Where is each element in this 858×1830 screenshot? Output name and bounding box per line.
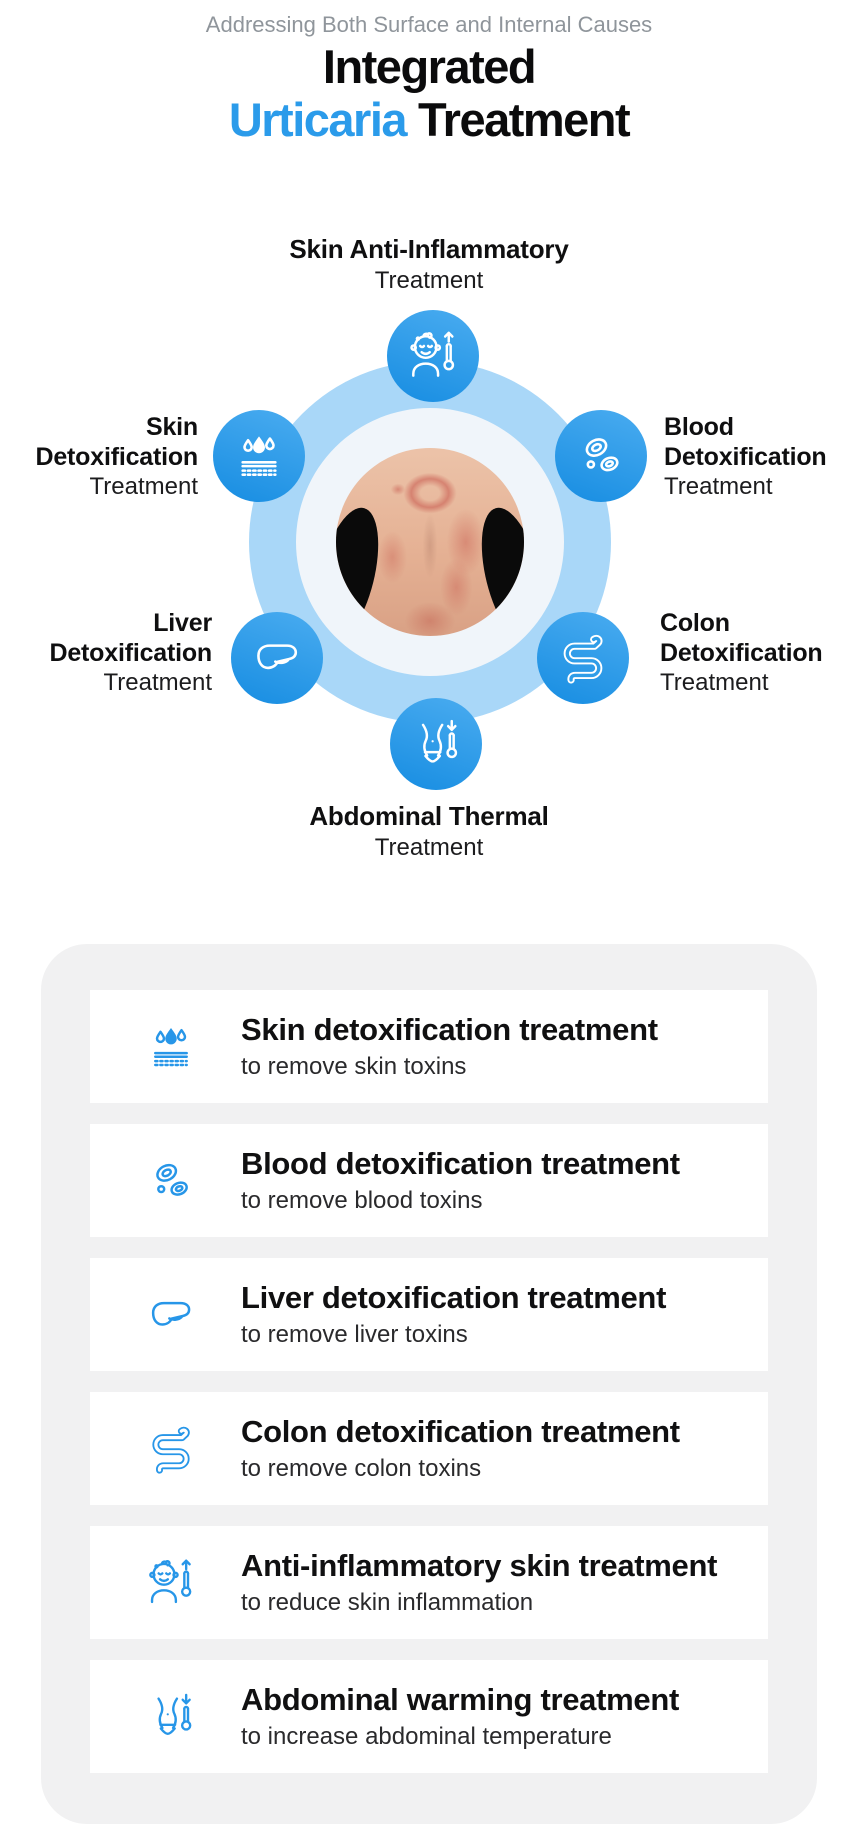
title-highlight: Urticaria [228, 93, 408, 146]
treatment-description: to remove colon toxins [241, 1455, 482, 1482]
urticaria-back-photo [336, 448, 524, 636]
treatment-card-text: Colon detoxification treatment to remove… [241, 1414, 680, 1483]
diagram-node-skin-anti-inflammatory [387, 310, 479, 402]
page-title-line1: Integrated [322, 40, 537, 93]
skin-drops-icon [145, 1021, 197, 1073]
abdomen-thermometer-icon [145, 1691, 197, 1743]
treatment-description: to remove liver toxins [241, 1321, 468, 1348]
diagram-node-skin-detoxification [213, 410, 305, 502]
treatment-title: Skin detoxification treatment [241, 1012, 658, 1047]
diagram-node-colon-detoxification [537, 612, 629, 704]
treatment-description: to reduce skin inflammation [241, 1589, 534, 1616]
treatment-card-text: Skin detoxification treatment to remove … [241, 1012, 658, 1081]
title-rest: Treatment [418, 93, 631, 146]
treatment-card-text: Blood detoxification treatment to remove… [241, 1146, 680, 1215]
treatment-card-text: Liver detoxification treatment to remove… [241, 1280, 666, 1349]
diagram-label-liver-detoxification: Liver Detoxification Treatment [49, 609, 213, 696]
diagram-label-colon-detoxification: Colon Detoxification Treatment [660, 609, 823, 696]
liver-icon [250, 631, 304, 685]
header-eyebrow: Addressing Both Surface and Internal Cau… [205, 12, 653, 37]
treatment-card-colon-detox: Colon detoxification treatment to remove… [90, 1392, 768, 1505]
treatment-card-liver-detox: Liver detoxification treatment to remove… [90, 1258, 768, 1371]
blood-cells-icon [145, 1155, 197, 1207]
diagram-node-abdominal-thermal [390, 698, 482, 790]
treatment-card-blood-detox: Blood detoxification treatment to remove… [90, 1124, 768, 1237]
treatment-title: Liver detoxification treatment [241, 1280, 667, 1315]
liver-icon [145, 1289, 197, 1341]
treatment-list-panel: Skin detoxification treatment to remove … [41, 944, 817, 1824]
diagram-label-abdominal-thermal: Abdominal Thermal Treatment [309, 801, 549, 861]
abdomen-thermometer-icon [409, 717, 463, 771]
diagram-node-liver-detoxification [231, 612, 323, 704]
diagram-label-skin-anti-inflammatory: Skin Anti-Inflammatory Treatment [289, 234, 569, 294]
colon-icon [145, 1423, 197, 1475]
blood-cells-icon [574, 429, 628, 483]
treatment-description: to remove blood toxins [241, 1187, 483, 1214]
treatment-title: Blood detoxification treatment [241, 1146, 680, 1181]
treatment-card-skin-detox: Skin detoxification treatment to remove … [90, 990, 768, 1103]
baby-thermometer-icon [406, 329, 460, 383]
diagram-label-blood-detoxification: Blood Detoxification Treatment [664, 413, 827, 500]
treatment-card-text: Abdominal warming treatment to increase … [241, 1682, 679, 1751]
skin-drops-icon [232, 429, 286, 483]
treatment-title: Abdominal warming treatment [241, 1682, 680, 1717]
treatment-title: Anti-inflammatory skin treatment [241, 1548, 718, 1583]
treatment-card-abdominal-warming: Abdominal warming treatment to increase … [90, 1660, 768, 1773]
urticaria-blotches [336, 448, 524, 636]
colon-icon [556, 631, 610, 685]
treatment-card-anti-inflammatory: Anti-inflammatory skin treatment to redu… [90, 1526, 768, 1639]
diagram-node-blood-detoxification [555, 410, 647, 502]
treatment-title: Colon detoxification treatment [241, 1414, 680, 1449]
diagram-label-skin-detoxification: Skin Detoxification Treatment [35, 413, 199, 500]
treatment-description: to increase abdominal temperature [241, 1723, 612, 1750]
treatment-card-list: Skin detoxification treatment to remove … [90, 990, 768, 1773]
treatment-description: to remove skin toxins [241, 1053, 467, 1080]
baby-thermometer-icon [145, 1557, 197, 1609]
treatment-card-text: Anti-inflammatory skin treatment to redu… [241, 1548, 717, 1617]
